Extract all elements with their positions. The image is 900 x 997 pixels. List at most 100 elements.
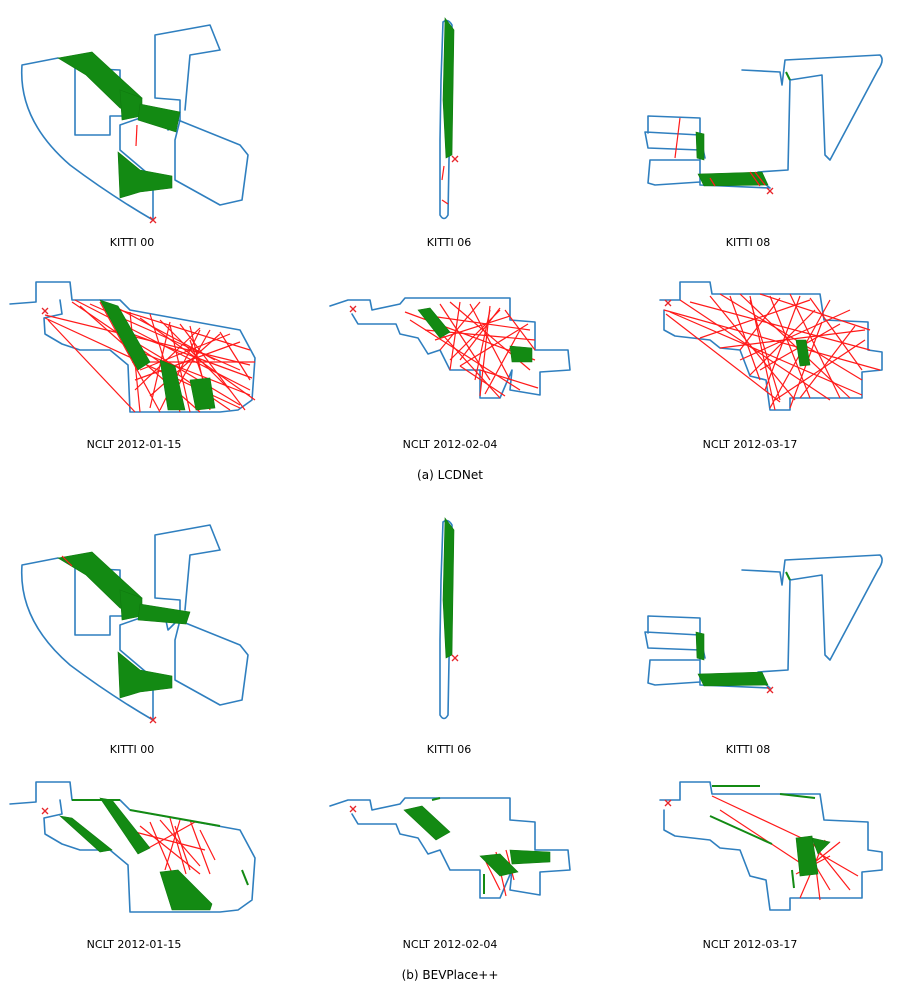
true-positive-band (697, 171, 769, 187)
trajectory-plot-lcdnet-nclt-2012-01-15 (9, 281, 256, 413)
true-positive-band (159, 359, 186, 411)
true-positive-band (117, 651, 173, 699)
true-positive-line (791, 869, 795, 889)
false-positive-line (61, 555, 73, 567)
section-caption: (b) BEVPlace++ (401, 968, 499, 982)
true-positive-band (137, 103, 181, 133)
panel-label: KITTI 08 (725, 743, 771, 756)
trajectory-plot-bevplace-kitti-06 (439, 517, 459, 720)
true-positive-band (795, 835, 819, 877)
trajectory-path (659, 281, 883, 411)
panel-lcdnet-nclt-2012-02-04: NCLT 2012-02-04 (300, 270, 600, 460)
true-positive-band (417, 307, 451, 339)
true-positive-line (779, 793, 816, 799)
true-positive-band (795, 339, 811, 367)
true-positive-band (403, 805, 451, 841)
trajectory-plot-lcdnet-kitti-00 (20, 24, 249, 224)
true-positive-band (695, 131, 705, 161)
trajectory-plot-bevplace-nclt-2012-02-04 (329, 797, 571, 899)
true-positive-line (431, 797, 441, 801)
true-positive-band (189, 377, 216, 411)
true-positive-band (159, 869, 213, 911)
trajectory-path (329, 797, 571, 899)
true-positive-band (509, 345, 533, 363)
trajectory-path (9, 281, 256, 413)
true-positive-band (117, 151, 173, 199)
panel-label: NCLT 2012-01-15 (86, 438, 182, 451)
panel-label: NCLT 2012-02-04 (402, 438, 498, 451)
true-positive-band (479, 853, 519, 877)
true-positive-band (442, 517, 455, 659)
panel-lcdnet-nclt-2012-03-17: NCLT 2012-03-17 (600, 270, 900, 460)
panel-label: KITTI 00 (109, 743, 155, 756)
panel-label: NCLT 2012-02-04 (402, 938, 498, 951)
start-marker (766, 686, 774, 694)
true-positive-band (59, 815, 113, 853)
true-positive-band (442, 17, 455, 159)
trajectory-plot-lcdnet-kitti-06 (439, 17, 459, 220)
trajectory-path (644, 554, 883, 689)
true-positive-band (811, 837, 831, 855)
start-marker (41, 807, 49, 815)
trajectory-path (9, 781, 256, 913)
trajectory-plot-bevplace-nclt-2012-01-15 (9, 781, 256, 913)
false-positive-line (441, 199, 449, 205)
false-positive-line (441, 165, 445, 181)
trajectory-plot-lcdnet-kitti-08 (644, 54, 883, 195)
trajectory-plot-lcdnet-nclt-2012-03-17 (659, 281, 883, 411)
true-positive-band (509, 849, 551, 865)
true-positive-band (697, 671, 769, 687)
section-caption: (a) LCDNet (417, 468, 483, 482)
trajectory-path (329, 297, 571, 399)
panel-label: KITTI 08 (725, 236, 771, 249)
panel-bevplace-kitti-00: KITTI 00 (0, 500, 300, 760)
trajectory-plot-bevplace-kitti-00 (20, 524, 249, 724)
trajectory-path (644, 54, 883, 189)
start-marker (149, 216, 157, 224)
true-positive-band (695, 631, 705, 661)
panel-label: KITTI 06 (426, 236, 472, 249)
false-positive-line (749, 171, 761, 187)
panel-label: NCLT 2012-01-15 (86, 938, 182, 951)
start-marker (349, 305, 357, 313)
false-positive-line (709, 177, 716, 187)
panel-lcdnet-kitti-00: KITTI 00 (0, 0, 300, 255)
start-marker (664, 799, 672, 807)
panel-label: NCLT 2012-03-17 (702, 938, 798, 951)
true-positive-line (241, 869, 249, 886)
start-marker (451, 155, 459, 163)
panel-lcdnet-kitti-08: KITTI 08 (600, 0, 900, 255)
false-positive-line (674, 117, 681, 159)
true-positive-line (785, 71, 791, 81)
trajectory-path (659, 781, 883, 911)
panel-bevplace-nclt-2012-03-17: NCLT 2012-03-17 (600, 770, 900, 960)
start-marker (41, 307, 49, 315)
panel-label: NCLT 2012-03-17 (702, 438, 798, 451)
trajectory-plot-bevplace-nclt-2012-03-17 (659, 781, 883, 911)
start-marker (766, 187, 774, 195)
trajectory-plot-lcdnet-nclt-2012-02-04 (329, 297, 571, 399)
false-positive-cluster (44, 299, 256, 413)
panel-lcdnet-nclt-2012-01-15: NCLT 2012-01-15 (0, 270, 300, 460)
panel-lcdnet-kitti-06: KITTI 06 (300, 0, 600, 255)
false-positive-cluster (711, 795, 859, 901)
true-positive-band (99, 299, 151, 371)
start-marker (664, 299, 672, 307)
false-positive-cluster (663, 293, 881, 411)
true-positive-band (137, 603, 191, 625)
panel-bevplace-kitti-06: KITTI 06 (300, 500, 600, 760)
panel-bevplace-kitti-08: KITTI 08 (600, 500, 900, 760)
true-positive-band (99, 797, 151, 855)
start-marker (451, 654, 459, 662)
true-positive-line (709, 815, 773, 845)
start-marker (149, 716, 157, 724)
start-marker (349, 805, 357, 813)
panel-label: KITTI 06 (426, 743, 472, 756)
true-positive-line (129, 809, 221, 827)
true-positive-line (785, 571, 791, 581)
panel-bevplace-nclt-2012-01-15: NCLT 2012-01-15 (0, 770, 300, 960)
false-positive-line (754, 171, 766, 186)
false-positive-cluster (134, 817, 216, 881)
trajectory-plot-bevplace-kitti-08 (644, 554, 883, 694)
panel-bevplace-nclt-2012-02-04: NCLT 2012-02-04 (300, 770, 600, 960)
